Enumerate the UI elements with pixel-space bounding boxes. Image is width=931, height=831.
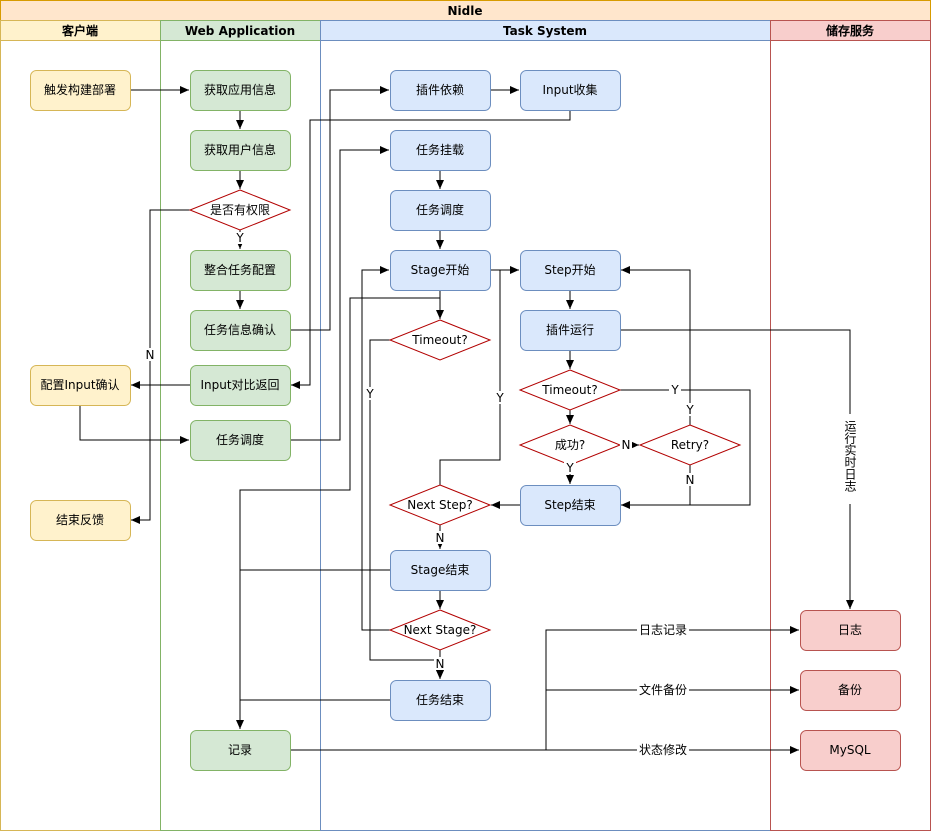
svg-text:Stage开始: Stage开始 — [411, 263, 470, 277]
edge-nextstep-yes — [439, 269, 501, 485]
node-task-mount: 任务挂载 — [390, 130, 491, 171]
edge-inputcollect-to-compare — [291, 110, 571, 389]
svg-text:插件运行: 插件运行 — [546, 323, 594, 337]
label-file-backup: 文件备份 — [639, 682, 687, 697]
node-get-app-info: 获取应用信息 — [190, 70, 291, 111]
svg-text:配置Input确认: 配置Input确认 — [40, 378, 119, 392]
svg-text:获取用户信息: 获取用户信息 — [204, 142, 276, 157]
lane-storage-title: 储存服务 — [826, 23, 875, 38]
label-next-stage-no: N — [436, 657, 445, 671]
edge-configinput-to-dispatch — [79, 405, 189, 444]
svg-text:是否有权限: 是否有权限 — [210, 203, 270, 217]
svg-text:Input对比返回: Input对比返回 — [200, 378, 279, 392]
svg-text:Next Stage?: Next Stage? — [404, 623, 477, 637]
node-get-user-info: 获取用户信息 — [190, 130, 291, 171]
node-backup: 备份 — [800, 670, 901, 711]
node-input-compare-return: Input对比返回 — [190, 365, 291, 406]
node-config-input: 配置Input确认 — [30, 365, 131, 406]
node-task-dispatch: 任务调度 — [390, 190, 491, 231]
svg-text:Timeout?: Timeout? — [541, 383, 597, 397]
label-perm-yes: Y — [235, 231, 244, 245]
edge-dispatch-to-mount — [290, 146, 389, 441]
node-log: 日志 — [800, 610, 901, 651]
svg-text:整合任务配置: 整合任务配置 — [204, 262, 276, 277]
node-has-permission: 是否有权限 — [188, 189, 292, 231]
svg-text:Input收集: Input收集 — [542, 82, 597, 97]
lane-task-title: Task System — [503, 24, 587, 38]
edge-stagestart-to-record — [236, 290, 441, 729]
svg-text:Timeout?: Timeout? — [411, 333, 467, 347]
node-record: 记录 — [190, 730, 291, 771]
pool-title: Nidle — [448, 4, 483, 18]
lane-task: Task System — [320, 20, 771, 831]
svg-text:成功?: 成功? — [555, 438, 585, 452]
node-end-feedback: 结束反馈 — [30, 500, 131, 541]
node-next-step: Next Step? — [388, 484, 492, 526]
node-step-start: Step开始 — [520, 250, 621, 291]
svg-text:触发构建部署: 触发构建部署 — [44, 82, 116, 97]
label-status-modify: 状态修改 — [639, 742, 687, 757]
svg-text:Next Step?: Next Step? — [407, 498, 472, 512]
node-merge-task-config: 整合任务配置 — [190, 250, 291, 291]
node-timeout-step: Timeout? — [518, 369, 622, 411]
svg-text:获取应用信息: 获取应用信息 — [204, 82, 276, 97]
node-plugin-run: 插件运行 — [520, 310, 621, 351]
node-input-collect: Input收集 — [520, 70, 621, 111]
label-retry-no: N — [686, 473, 695, 487]
label-realtime-log: 运行实时日志 — [843, 420, 857, 492]
svg-text:Stage结束: Stage结束 — [411, 563, 470, 577]
svg-text:备份: 备份 — [838, 683, 862, 697]
svg-text:记录: 记录 — [228, 743, 252, 757]
node-task-info-confirm: 任务信息确认 — [190, 310, 291, 351]
label-next-step-yes: Y — [495, 391, 504, 405]
node-retry: Retry? — [638, 424, 742, 466]
svg-text:任务结束: 任务结束 — [416, 692, 464, 707]
node-plugin-deps: 插件依赖 — [390, 70, 491, 111]
edge-retry-yes — [621, 266, 691, 425]
label-perm-no: N — [146, 348, 155, 362]
svg-text:结束反馈: 结束反馈 — [56, 513, 104, 527]
edge-pluginrun-to-log — [620, 329, 854, 609]
svg-text:Step开始: Step开始 — [544, 263, 595, 277]
edge-permission-no — [131, 209, 190, 524]
svg-text:插件依赖: 插件依赖 — [416, 82, 464, 97]
svg-text:任务挂载: 任务挂载 — [416, 142, 464, 157]
node-success: 成功? — [518, 424, 622, 466]
svg-text:任务信息确认: 任务信息确认 — [204, 322, 276, 337]
node-trigger-build: 触发构建部署 — [30, 70, 131, 111]
edge-nextstage-yes — [361, 266, 390, 631]
label-success-yes: Y — [565, 461, 574, 475]
svg-text:Step结束: Step结束 — [544, 498, 595, 512]
label-next-step-no: N — [436, 531, 445, 545]
label-success-no: N — [622, 438, 631, 452]
lane-client-title: 客户端 — [61, 23, 98, 38]
svg-text:MySQL: MySQL — [829, 743, 871, 757]
label-timeout-stage-yes: Y — [365, 387, 374, 401]
svg-text:Retry?: Retry? — [671, 438, 709, 452]
node-next-stage: Next Stage? — [388, 609, 492, 651]
node-stage-start: Stage开始 — [390, 250, 491, 291]
svg-text:任务调度: 任务调度 — [216, 432, 264, 447]
node-timeout-stage: Timeout? — [388, 319, 492, 361]
label-log-record: 日志记录 — [639, 623, 687, 637]
edges — [79, 86, 854, 754]
node-task-end: 任务结束 — [390, 680, 491, 721]
node-mysql: MySQL — [800, 730, 901, 771]
edge-labels: Y N Y Y N N Y N Y Y N 运行实时日志 日志记录 文件备份 状… — [144, 231, 857, 757]
node-stage-end: Stage结束 — [390, 550, 491, 591]
svg-text:任务调度: 任务调度 — [416, 202, 464, 217]
label-retry-yes: Y — [685, 403, 694, 417]
svg-text:日志: 日志 — [838, 623, 862, 637]
edge-timeout-step-yes — [620, 389, 751, 509]
lane-web-title: Web Application — [185, 24, 295, 38]
label-timeout-step-yes: Y — [670, 383, 679, 397]
node-step-end: Step结束 — [520, 485, 621, 526]
node-task-dispatch-web: 任务调度 — [190, 420, 291, 461]
